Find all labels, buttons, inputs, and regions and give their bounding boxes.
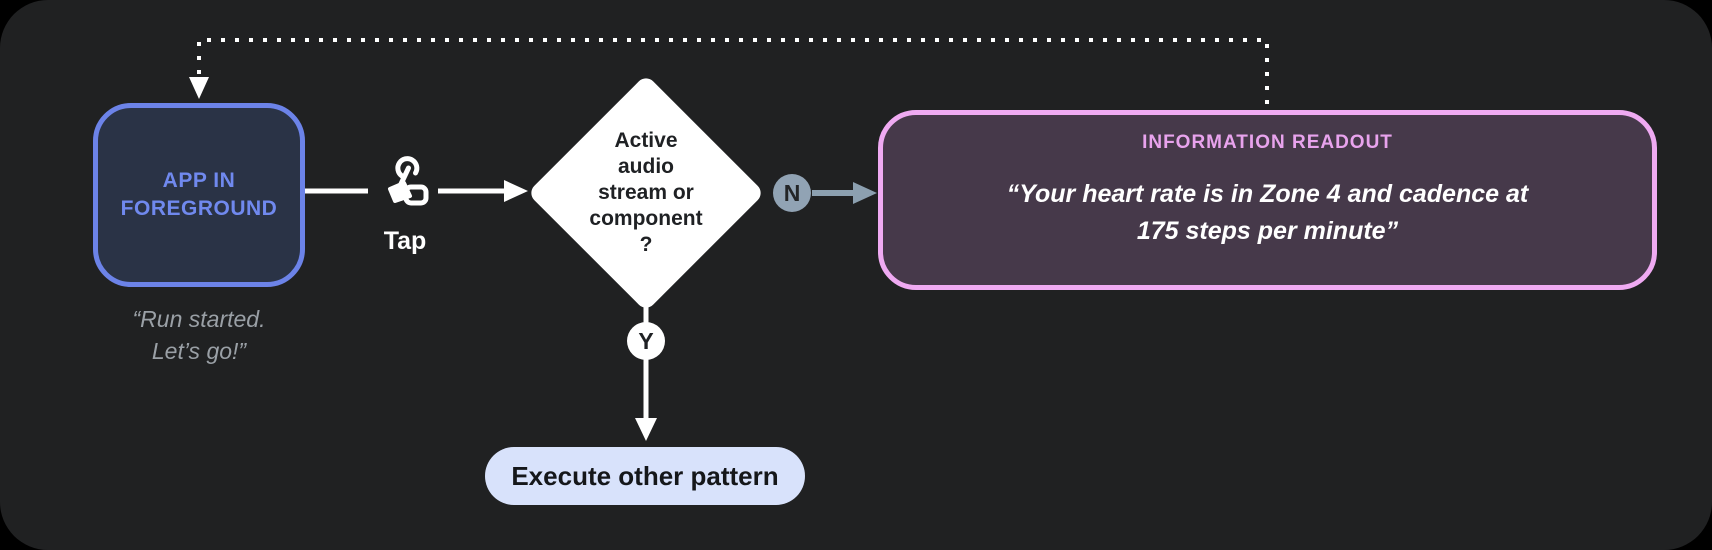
- app-node-caption: “Run started. Let’s go!”: [132, 306, 266, 364]
- tap-to-decision-arrowhead: [504, 180, 528, 202]
- app-in-foreground-node: APP IN FOREGROUND: [93, 103, 305, 287]
- decision-diamond-label: Active audio stream or component ?: [589, 129, 703, 256]
- information-readout-title: INFORMATION READOUT: [1142, 132, 1393, 153]
- feedback-arrowhead: [189, 77, 209, 99]
- no-branch-badge: N: [773, 174, 811, 212]
- tap-gesture-icon: [388, 156, 429, 206]
- feedback-dotted-connector: [197, 38, 1269, 104]
- yes-branch-badge: Y: [627, 322, 665, 360]
- execute-other-pattern-node: Execute other pattern: [485, 447, 805, 505]
- yes-to-pill-arrowhead: [635, 418, 657, 441]
- information-readout-node: INFORMATION READOUT “Your heart rate is …: [878, 110, 1657, 290]
- no-to-readout-arrowhead: [853, 182, 877, 204]
- tap-label: Tap: [383, 227, 427, 255]
- information-readout-quote: “Your heart rate is in Zone 4 and cadenc…: [1006, 180, 1529, 245]
